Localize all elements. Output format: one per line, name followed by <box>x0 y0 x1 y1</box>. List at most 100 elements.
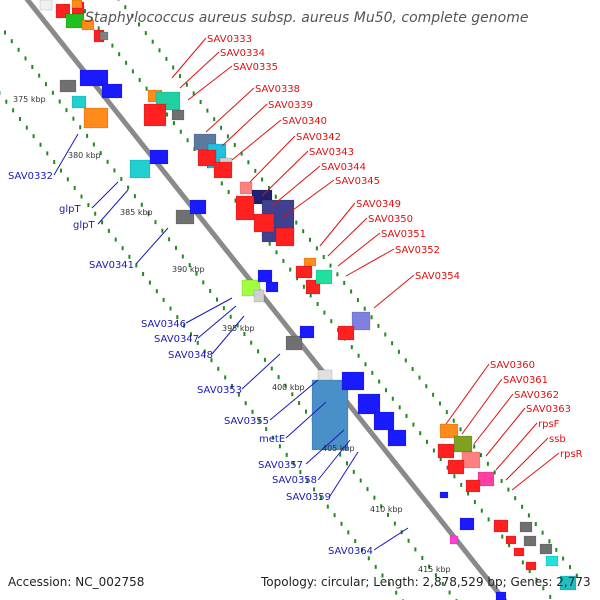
tick-dot <box>467 491 470 496</box>
gene-label[interactable]: SAV0350 <box>368 214 413 225</box>
gene-label[interactable]: SAV0344 <box>321 162 366 173</box>
gene-label[interactable]: SAV0362 <box>514 390 559 401</box>
tick-dot <box>441 581 444 586</box>
tick-dot <box>31 65 34 69</box>
gene-label[interactable]: SAV0346 <box>141 319 186 330</box>
tick-dot <box>186 138 189 143</box>
gene-block <box>253 213 275 233</box>
tick-dot <box>391 341 394 346</box>
gene-block <box>235 195 255 221</box>
gene-label[interactable]: SAV0339 <box>268 100 313 111</box>
tick-dot <box>240 151 243 156</box>
reverse-gene-labels: SAV0332 glpT glpT SAV0341 SAV0346 SAV034… <box>8 171 373 557</box>
tick-dot <box>203 349 206 354</box>
gene-label[interactable]: glpT <box>73 220 95 231</box>
gene-block <box>439 491 449 499</box>
gene-label[interactable]: SAV0347 <box>154 334 199 345</box>
tick-dot <box>569 565 571 570</box>
gene-label[interactable]: glpT <box>59 204 81 215</box>
gene-label[interactable]: SAV0333 <box>207 34 252 45</box>
leader-line <box>221 103 268 147</box>
gene-label[interactable]: SAV0332 <box>8 171 53 182</box>
tick-dot <box>292 461 295 466</box>
tick-dot <box>521 504 524 509</box>
gene-label[interactable]: rpsR <box>560 449 583 460</box>
gene-block <box>253 289 265 303</box>
gene-label[interactable]: SAV0354 <box>415 271 460 282</box>
tick-dot <box>340 521 343 526</box>
tick-dot <box>80 194 83 199</box>
gene-label[interactable]: SAV0361 <box>503 375 548 386</box>
tick-dot <box>388 582 391 587</box>
tick-dot <box>270 366 273 371</box>
leader-line <box>135 227 169 265</box>
tick-dot <box>453 474 456 479</box>
gene-label[interactable]: SAV0359 <box>286 492 331 503</box>
leader-line <box>445 363 490 425</box>
tick-dot <box>282 258 285 263</box>
gene-label[interactable]: SAV0348 <box>168 350 213 361</box>
tick-dot <box>220 125 223 130</box>
gene-block <box>295 265 313 279</box>
tick-dot <box>172 121 175 126</box>
tick-dot <box>555 547 558 552</box>
leader-line <box>285 401 327 439</box>
tick-dot <box>117 0 120 1</box>
gene-block <box>477 471 495 487</box>
tick-dot <box>247 160 250 165</box>
gene-label[interactable]: SAV0363 <box>526 404 571 415</box>
tick-dot <box>121 246 124 251</box>
tick-dot <box>339 452 342 457</box>
tick-dot <box>86 133 89 138</box>
tick-dot <box>179 129 182 134</box>
gene-label[interactable]: SAV0352 <box>395 245 440 256</box>
gene-label[interactable]: metE <box>259 434 285 445</box>
gene-label[interactable]: SAV0355 <box>224 416 269 427</box>
gene-label[interactable]: SAV0349 <box>356 199 401 210</box>
tick-dot <box>165 56 168 61</box>
tick-dot <box>302 229 305 234</box>
leader-line <box>505 437 549 481</box>
gene-label[interactable]: SAV0341 <box>89 260 134 271</box>
gene-label[interactable]: SAV0351 <box>381 229 426 240</box>
gene-label[interactable]: SAV0343 <box>309 147 354 158</box>
tick-dot <box>366 487 369 492</box>
gene-label[interactable]: SAV0360 <box>490 360 535 371</box>
leader-line <box>271 165 321 207</box>
tick-dot <box>79 125 82 130</box>
gene-label[interactable]: SAV0353 <box>197 385 242 396</box>
tick-dot <box>500 479 503 483</box>
gene-block <box>99 31 109 41</box>
tick-dot <box>217 366 220 371</box>
gene-label[interactable]: SAV0364 <box>328 546 373 557</box>
tick-dot <box>183 323 186 328</box>
gene-label[interactable]: SAV0358 <box>272 475 317 486</box>
tick-dot <box>185 82 188 87</box>
gene-label[interactable]: ssb <box>549 434 566 445</box>
leader-line <box>373 274 415 309</box>
tick-dot <box>373 495 376 500</box>
gene-label[interactable]: SAV0340 <box>282 116 327 127</box>
gene-block <box>299 325 315 339</box>
tick-dot <box>243 332 246 336</box>
tick-dot <box>528 569 531 573</box>
tick-dot <box>377 323 380 328</box>
gene-block <box>315 269 333 285</box>
gene-block <box>101 83 123 99</box>
gene-label[interactable]: SAV0342 <box>296 132 341 143</box>
tick-dot <box>145 86 148 91</box>
tick-dot <box>473 444 476 449</box>
gene-label[interactable]: SAV0335 <box>233 62 278 73</box>
gene-block <box>239 181 253 195</box>
gene-block <box>545 555 559 567</box>
gene-block <box>513 547 525 557</box>
gene-label[interactable]: SAV0338 <box>255 84 300 95</box>
tick-dot <box>158 48 161 53</box>
gene-label[interactable]: rpsF <box>538 419 560 430</box>
tick-dot <box>549 594 552 599</box>
gene-label[interactable]: SAV0345 <box>335 176 380 187</box>
gene-label[interactable]: SAV0334 <box>220 48 265 59</box>
tick-dot <box>17 47 20 52</box>
tick-dot <box>233 143 236 147</box>
gene-label[interactable]: SAV0357 <box>258 460 303 471</box>
